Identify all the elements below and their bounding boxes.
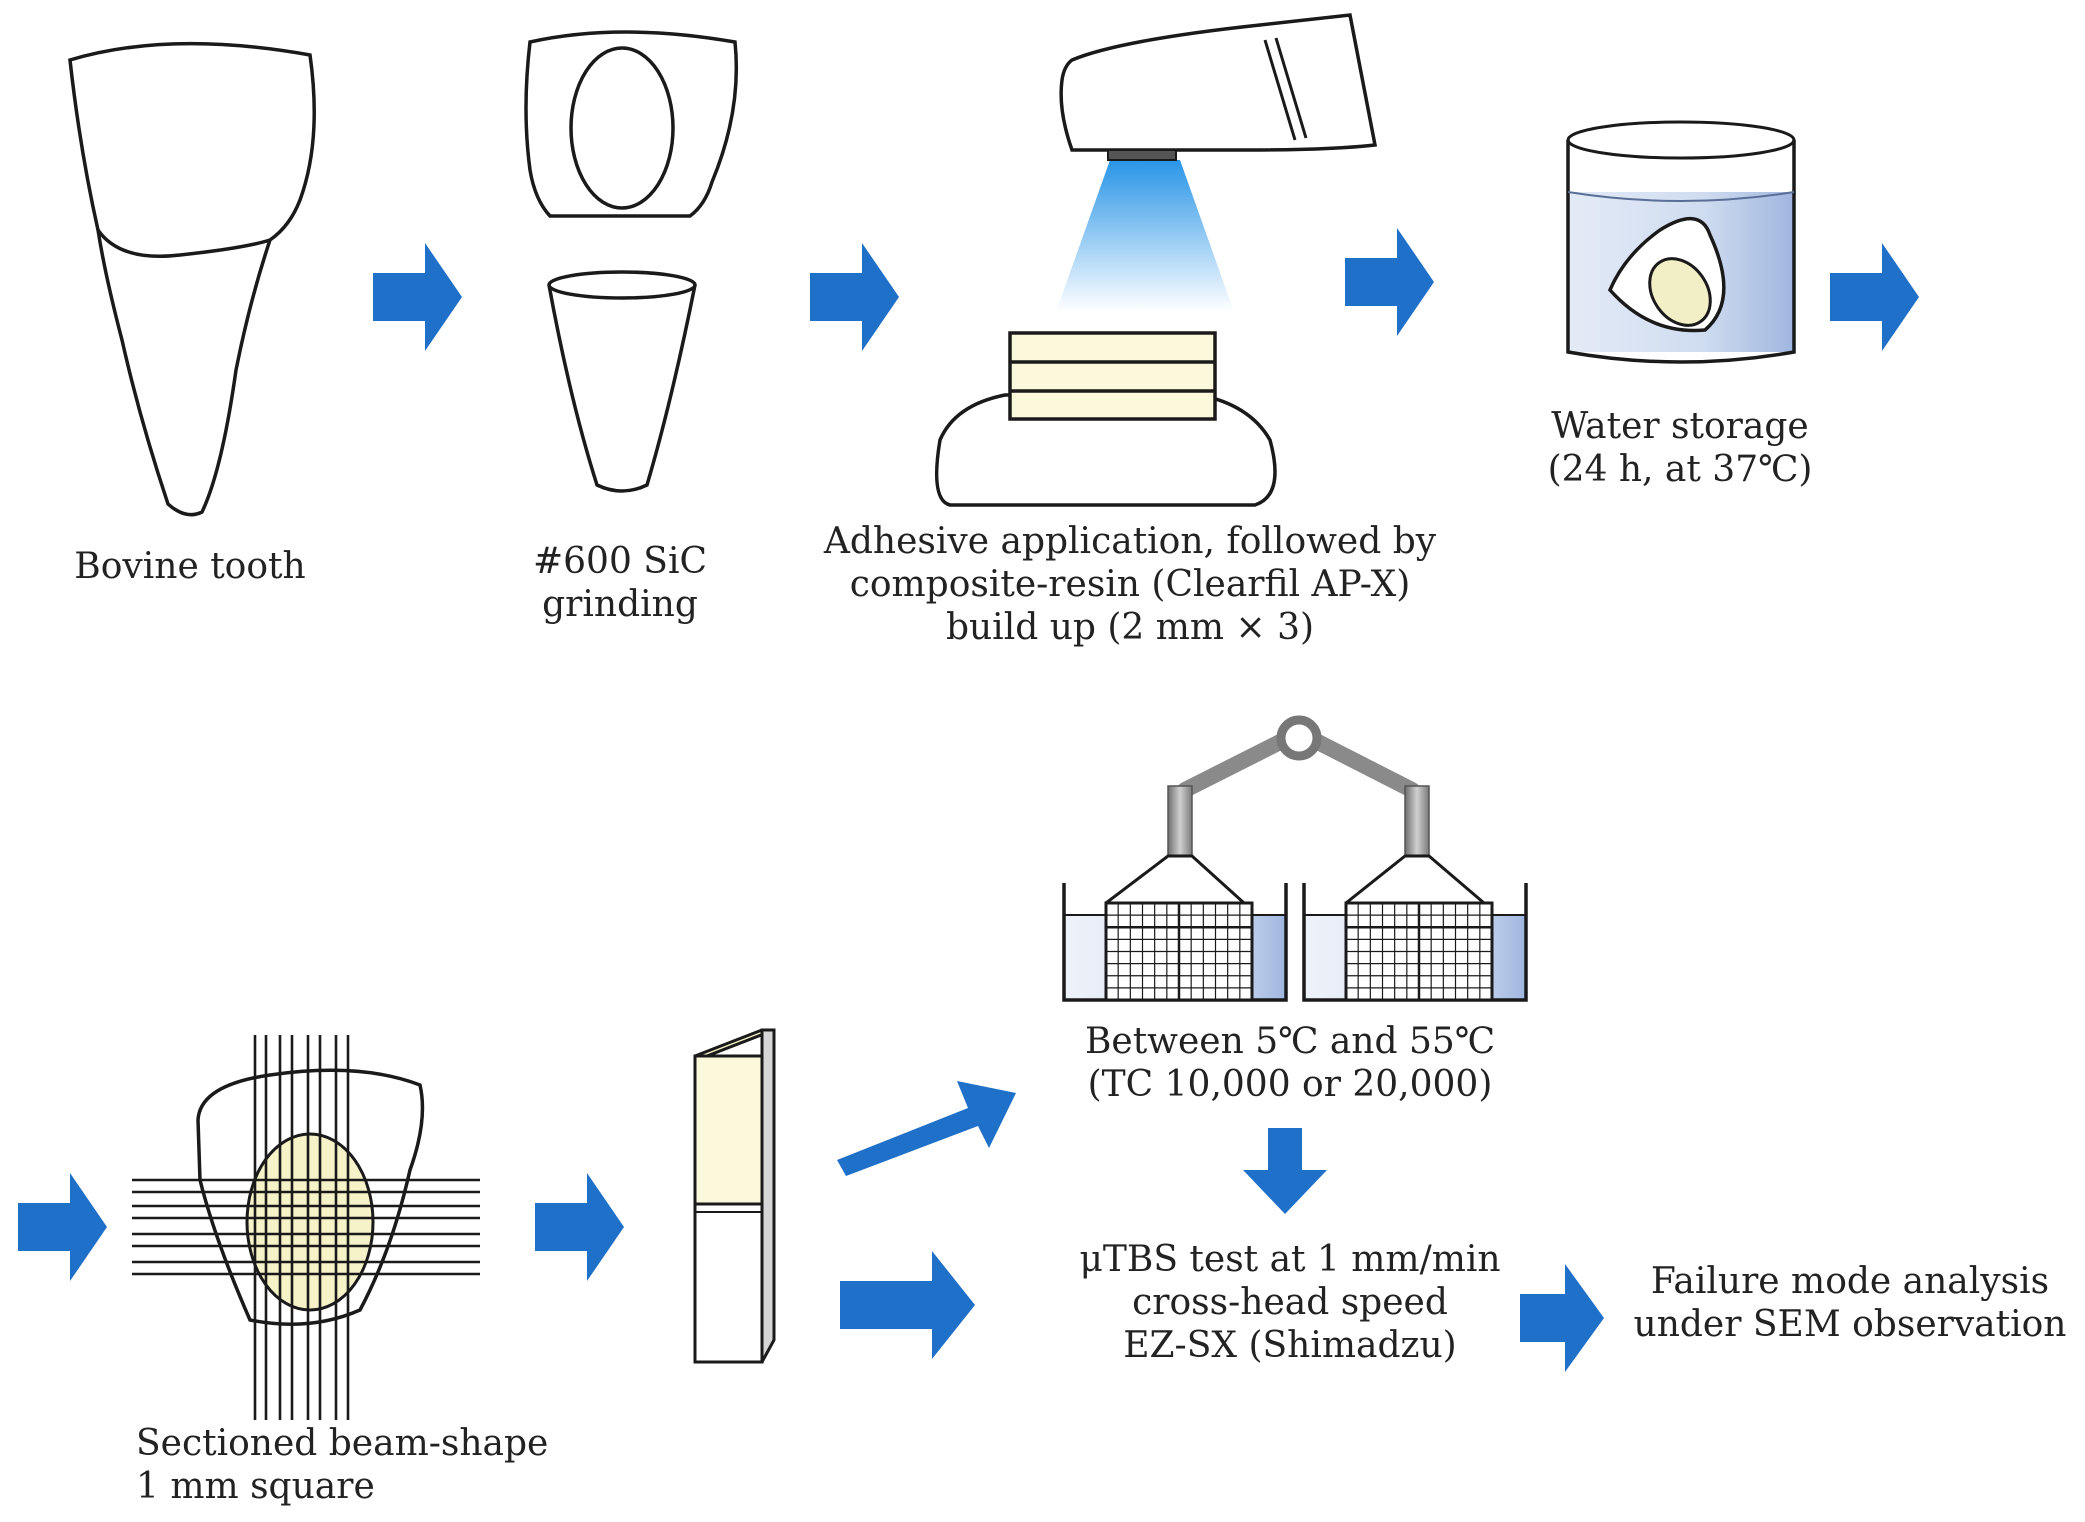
arrow-water-to-next-row [1830, 243, 1919, 351]
bovine-tooth-icon [68, 41, 316, 517]
arrow-beam-to-thermocycling [837, 1081, 1016, 1176]
arrow-into-sectioning [18, 1173, 107, 1281]
light-curing-unit-icon [1056, 13, 1378, 312]
arrow-utbs-to-failure [1520, 1264, 1604, 1372]
mesh-basket-left [1104, 901, 1254, 1002]
arrow-tooth-to-grinding [373, 243, 462, 351]
arrow-sectioning-to-beam [535, 1173, 624, 1281]
label-utbs-test: μTBS test at 1 mm/min cross-head speed E… [1079, 1239, 1501, 1366]
ground-tooth-icon [524, 30, 739, 493]
label-failure-mode: Failure mode analysis under SEM observat… [1633, 1261, 2067, 1345]
label-water-storage: Water storage (24 h, at 37℃) [1547, 406, 1813, 490]
beam-specimen-icon [693, 1028, 776, 1364]
sectioning-grid-icon [132, 1035, 480, 1420]
label-sectioned-beam: Sectioned beam-shape 1 mm square [136, 1423, 549, 1507]
water-storage-beaker-icon [1566, 120, 1796, 364]
label-bovine-tooth: Bovine tooth [74, 546, 306, 587]
arrow-adhesive-to-water [1345, 228, 1434, 336]
arrow-thermocycling-to-utbs [1243, 1128, 1327, 1214]
composite-build-up-icon [934, 331, 1277, 507]
thermocycling-apparatus-icon [1062, 715, 1528, 1002]
flow-arrows [18, 228, 1919, 1372]
label-adhesive-application: Adhesive application, followed by compos… [823, 521, 1437, 648]
arrow-beam-to-utbs [840, 1251, 975, 1359]
mesh-basket-right [1344, 901, 1494, 1002]
label-sic-grinding: #600 SiC grinding [532, 541, 708, 625]
label-thermocycling: Between 5℃ and 55℃ (TC 10,000 or 20,000) [1084, 1021, 1496, 1105]
arrow-grinding-to-adhesive [810, 243, 899, 351]
